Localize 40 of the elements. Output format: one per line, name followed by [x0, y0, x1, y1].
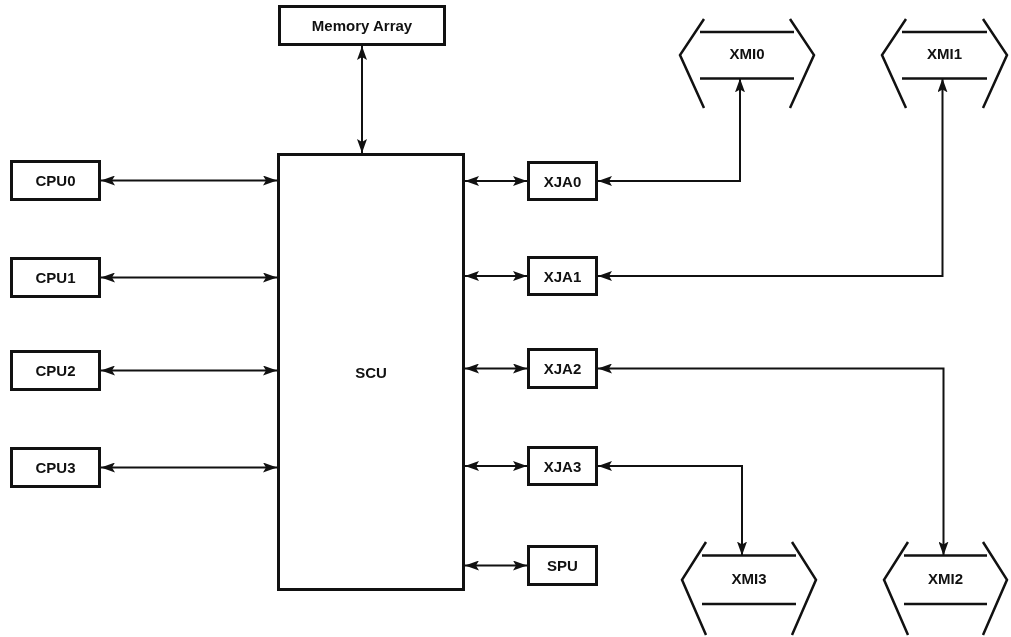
block-label: XJA1: [543, 267, 582, 285]
block-box: [277, 153, 465, 591]
block-box: [527, 545, 598, 586]
block-box: [527, 348, 598, 389]
block-box: [10, 160, 101, 201]
block-box: [10, 447, 101, 488]
block-box: [527, 446, 598, 486]
arrow: [464, 560, 528, 571]
block-label: XJA3: [543, 457, 582, 475]
arrow: [597, 77, 745, 186]
block-box: [10, 350, 101, 391]
block-box: [527, 161, 598, 201]
arrow: [100, 365, 278, 376]
block-label: CPU0: [35, 172, 76, 189]
block-box: [278, 5, 446, 46]
block-label: CPU3: [35, 459, 76, 476]
block-box: [10, 257, 101, 298]
block-label: XMI2: [928, 569, 963, 587]
block-label: XMI1: [927, 45, 962, 63]
block-label: SCU: [355, 363, 387, 381]
arrow: [597, 363, 949, 557]
block-label: XJA0: [543, 172, 582, 190]
arrow: [464, 461, 528, 471]
arrow: [597, 461, 747, 557]
arrow: [100, 175, 278, 186]
arrow: [464, 176, 528, 186]
block-label: SPU: [547, 557, 578, 574]
block-box: [527, 256, 598, 296]
arrow: [464, 271, 528, 281]
block-label: Memory Array: [311, 17, 413, 34]
arrow: [597, 77, 948, 281]
arrow: [100, 272, 278, 283]
block-label: CPU2: [35, 362, 76, 379]
block-label: XMI3: [731, 569, 767, 587]
block-label: XJA2: [543, 360, 582, 377]
arrow: [357, 45, 367, 154]
block-label: XMI0: [729, 45, 765, 63]
block-label: CPU1: [35, 269, 76, 286]
arrow: [100, 462, 278, 473]
arrow: [464, 363, 528, 374]
